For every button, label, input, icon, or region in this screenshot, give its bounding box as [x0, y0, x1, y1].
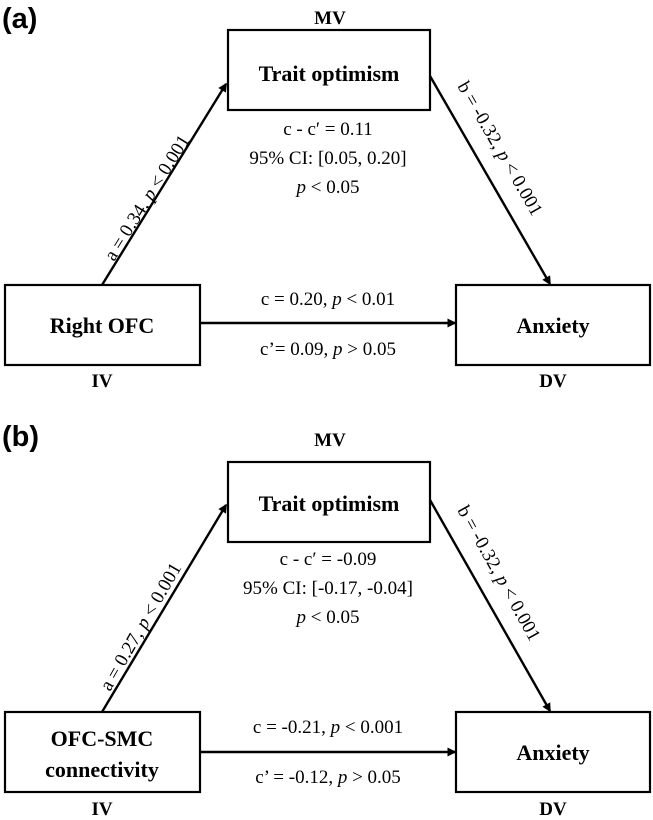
- path-c-prime-label: c’= 0.09, p > 0.05: [260, 339, 396, 360]
- path-a-label: a = 0.34, p < 0.001: [100, 132, 194, 265]
- panel-b: (b) MV Trait optimism OFC-SMC connectivi…: [2, 421, 652, 820]
- dv-tag: DV: [539, 371, 567, 392]
- panel-label: (a): [2, 3, 37, 35]
- iv-label-line1: OFC-SMC: [51, 726, 154, 751]
- path-c-label: c = -0.21, p < 0.001: [253, 717, 403, 738]
- mv-tag: MV: [314, 430, 346, 451]
- dv-tag: DV: [539, 799, 567, 820]
- panel-a: (a) MV Trait optimism Right OFC IV Anxie…: [2, 3, 652, 392]
- path-b-label: b = -0.32, p < 0.001: [453, 502, 545, 644]
- path-a-arrow: [100, 503, 228, 713]
- iv-label-line2: connectivity: [45, 757, 159, 782]
- indirect-ci: 95% CI: [-0.17, -0.04]: [243, 578, 413, 599]
- indirect-effect: c - c′ = 0.11: [283, 119, 373, 140]
- mediator-box: [226, 28, 432, 112]
- indirect-ci: 95% CI: [0.05, 0.20]: [249, 148, 406, 169]
- path-b-arrow: [428, 75, 552, 286]
- iv-tag: IV: [91, 799, 112, 820]
- indirect-p: p < 0.05: [295, 607, 360, 628]
- path-c-prime-label: c’ = -0.12, p > 0.05: [255, 767, 401, 788]
- mediator-box: [226, 460, 432, 544]
- dv-box: [454, 283, 652, 367]
- indirect-p: p < 0.05: [295, 177, 360, 198]
- mediator-label: Trait optimism: [259, 61, 400, 86]
- path-a-arrow: [100, 82, 228, 286]
- path-b-arrow: [428, 499, 552, 713]
- dv-label: Anxiety: [516, 313, 589, 338]
- iv-tag: IV: [91, 371, 112, 392]
- dv-label: Anxiety: [516, 740, 589, 765]
- path-a-label: a = 0.27, p < 0.001: [96, 559, 186, 694]
- panel-label: (b): [2, 421, 39, 453]
- path-c-label: c = 0.20, p < 0.01: [261, 289, 395, 310]
- mv-tag: MV: [314, 8, 346, 29]
- dv-box: [454, 710, 652, 794]
- mediator-label: Trait optimism: [259, 491, 400, 516]
- indirect-effect: c - c′ = -0.09: [280, 549, 377, 570]
- iv-box: [3, 283, 202, 367]
- iv-label: Right OFC: [50, 313, 155, 338]
